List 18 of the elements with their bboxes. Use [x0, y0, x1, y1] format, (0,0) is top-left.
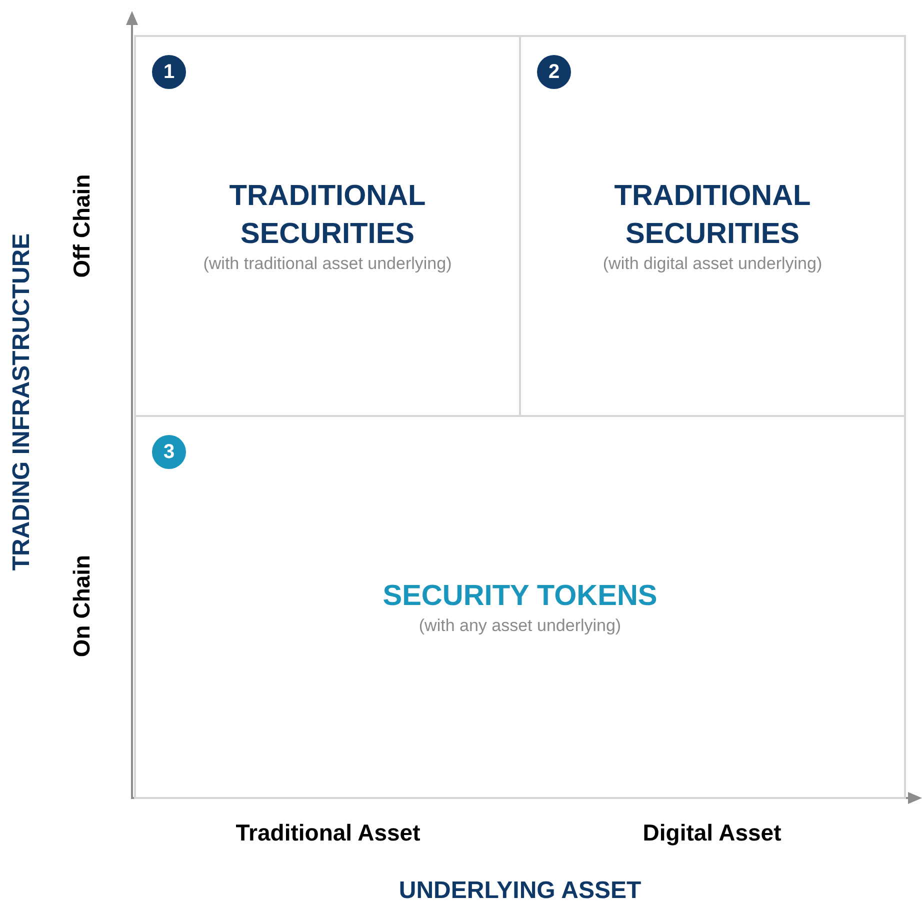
quadrant-title: SECURITY TOKENS: [382, 579, 658, 614]
axis-category-label: On Chain: [68, 554, 96, 658]
quadrant-subtitle: (with traditional asset underlying): [203, 253, 452, 275]
axis-title: UNDERLYING ASSET: [398, 877, 642, 905]
quadrant-box: [134, 415, 906, 799]
quadrant-box: [134, 35, 521, 417]
quadrant-subtitle: (with any asset underlying): [418, 615, 622, 637]
axis-category-label: Traditional Asset: [236, 820, 420, 846]
axis-category-label: Digital Asset: [642, 820, 782, 846]
quadrant-subtitle: (with digital asset underlying): [602, 253, 822, 275]
axis-category-label: Off Chain: [68, 174, 96, 278]
quadrant-title: TRADITIONAL SECURITIES: [228, 179, 427, 252]
axis-title: TRADING INFRASTRUCTURE: [8, 233, 36, 571]
quadrant-title: TRADITIONAL SECURITIES: [613, 179, 812, 252]
number-badge: 3: [152, 435, 186, 469]
number-badge: 2: [537, 55, 571, 89]
quadrant-box: [519, 35, 906, 417]
number-badge: 1: [152, 55, 186, 89]
